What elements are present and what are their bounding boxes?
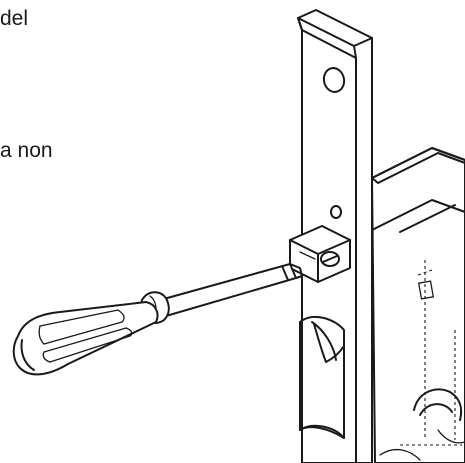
lock-case	[371, 147, 465, 463]
text-fragment-del: del	[0, 7, 29, 30]
faceplate-small-hole	[330, 205, 342, 219]
screwdriver	[12, 263, 303, 376]
text-fragment-a-non: a non	[0, 139, 53, 162]
latch-bolt	[289, 225, 351, 283]
faceplate-screw-hole	[322, 67, 346, 93]
